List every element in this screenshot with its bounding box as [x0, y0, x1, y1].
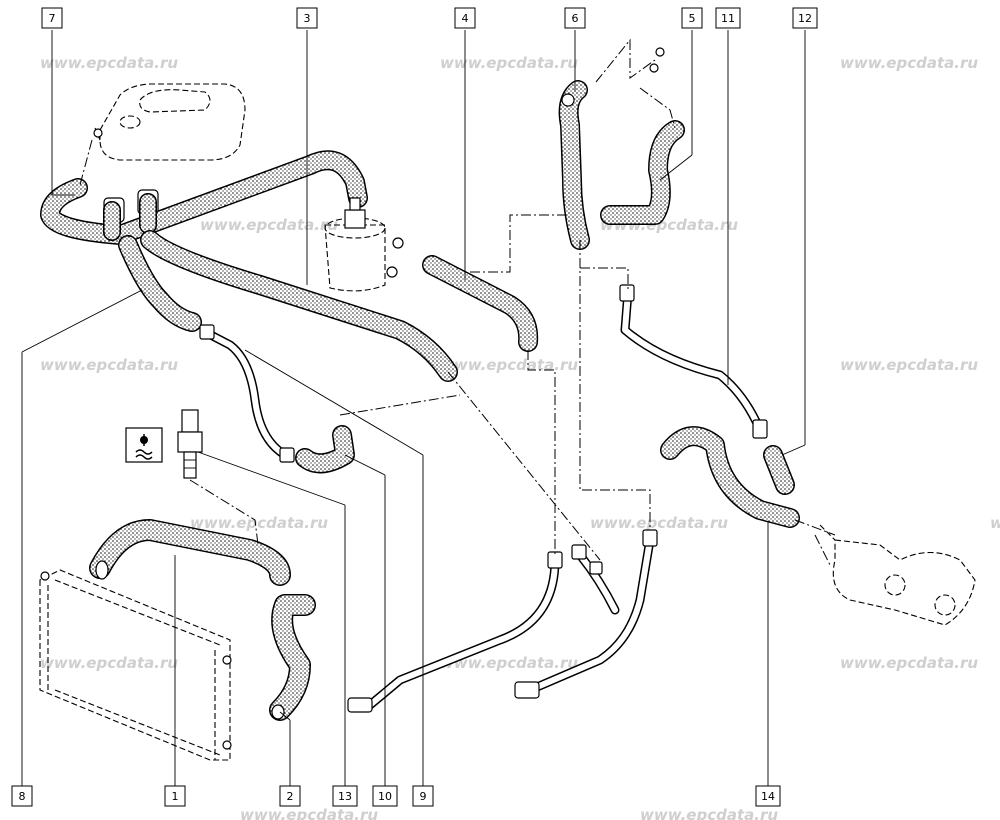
radiator — [39, 569, 232, 761]
watermark-text: www.epcdata.ru — [440, 54, 578, 72]
callout-13: 13 — [332, 785, 358, 807]
hose-3 — [140, 230, 458, 382]
expansion-tank — [93, 83, 246, 161]
svg-text:9: 9 — [420, 790, 427, 803]
svg-text:10: 10 — [378, 790, 392, 803]
heater-core — [819, 524, 976, 626]
watermark-text: www.epcdata.ru — [640, 806, 778, 820]
callout-7: 7 — [41, 7, 63, 29]
svg-text:13: 13 — [338, 790, 352, 803]
hose-6 — [558, 80, 590, 250]
lower-feed-pipe — [514, 529, 658, 699]
hose-4 — [422, 255, 539, 352]
callout-8: 8 — [11, 785, 33, 807]
watermark-text: www.epcdata.ru — [440, 356, 578, 374]
callout-9: 9 — [412, 785, 434, 807]
hose-8 — [118, 235, 202, 332]
svg-text:6: 6 — [572, 12, 579, 25]
watermark-text: www.epcdata.ru — [40, 654, 178, 672]
watermark-text: www.epcdata.ru — [200, 216, 338, 234]
watermark-text: www.epcdata.ru — [440, 654, 578, 672]
callout-6: 6 — [564, 7, 586, 29]
pipe-9 — [199, 324, 295, 463]
watermark-text: www.epcdata.ru — [840, 654, 978, 672]
watermark-text: www.epcdata.ru — [840, 54, 978, 72]
callout-2: 2 — [279, 785, 301, 807]
callout-labels: 7 3 4 6 5 11 12 8 — [11, 7, 818, 807]
svg-text:7: 7 — [49, 12, 56, 25]
thermostat-housing — [324, 197, 404, 292]
callout-14: 14 — [755, 785, 781, 807]
watermark-text: www.epcdata.ru — [240, 806, 378, 820]
watermark-text: www.epcdata.ru — [40, 54, 178, 72]
watermark-text: www.epcdata.ru — [990, 514, 1000, 532]
svg-text:4: 4 — [462, 12, 469, 25]
callout-11: 11 — [715, 7, 741, 29]
callout-1: 1 — [164, 785, 186, 807]
hose-2 — [269, 594, 316, 721]
coolant-temperature-symbol-icon — [125, 427, 163, 463]
hose-7 — [40, 150, 368, 245]
hose-1 — [89, 519, 291, 586]
svg-text:2: 2 — [287, 790, 294, 803]
callout-12: 12 — [792, 7, 818, 29]
hose-12 — [763, 445, 795, 495]
pipe-11 — [619, 284, 768, 439]
watermark-text: www.epcdata.ru — [190, 514, 328, 532]
svg-text:11: 11 — [721, 12, 735, 25]
svg-text:3: 3 — [304, 12, 311, 25]
callout-4: 4 — [454, 7, 476, 29]
svg-text:14: 14 — [761, 790, 775, 803]
connection-lines — [79, 38, 836, 566]
watermark-layer: www.epcdata.ru www.epcdata.ru www.epcdata.… — [40, 54, 1000, 820]
watermark-text: www.epcdata.ru — [590, 514, 728, 532]
svg-text:12: 12 — [798, 12, 812, 25]
watermark-text: www.epcdata.ru — [40, 356, 178, 374]
hose-10 — [295, 425, 355, 474]
hose-5 — [600, 47, 685, 225]
temperature-sensor-13 — [177, 409, 203, 479]
hose-14 — [660, 426, 800, 528]
callout-3: 3 — [296, 7, 318, 29]
watermark-text: www.epcdata.ru — [840, 356, 978, 374]
callout-5: 5 — [681, 7, 703, 29]
leader-lines — [21, 30, 806, 790]
svg-text:5: 5 — [689, 12, 696, 25]
svg-text:8: 8 — [19, 790, 26, 803]
callout-10: 10 — [372, 785, 398, 807]
svg-text:1: 1 — [172, 790, 179, 803]
